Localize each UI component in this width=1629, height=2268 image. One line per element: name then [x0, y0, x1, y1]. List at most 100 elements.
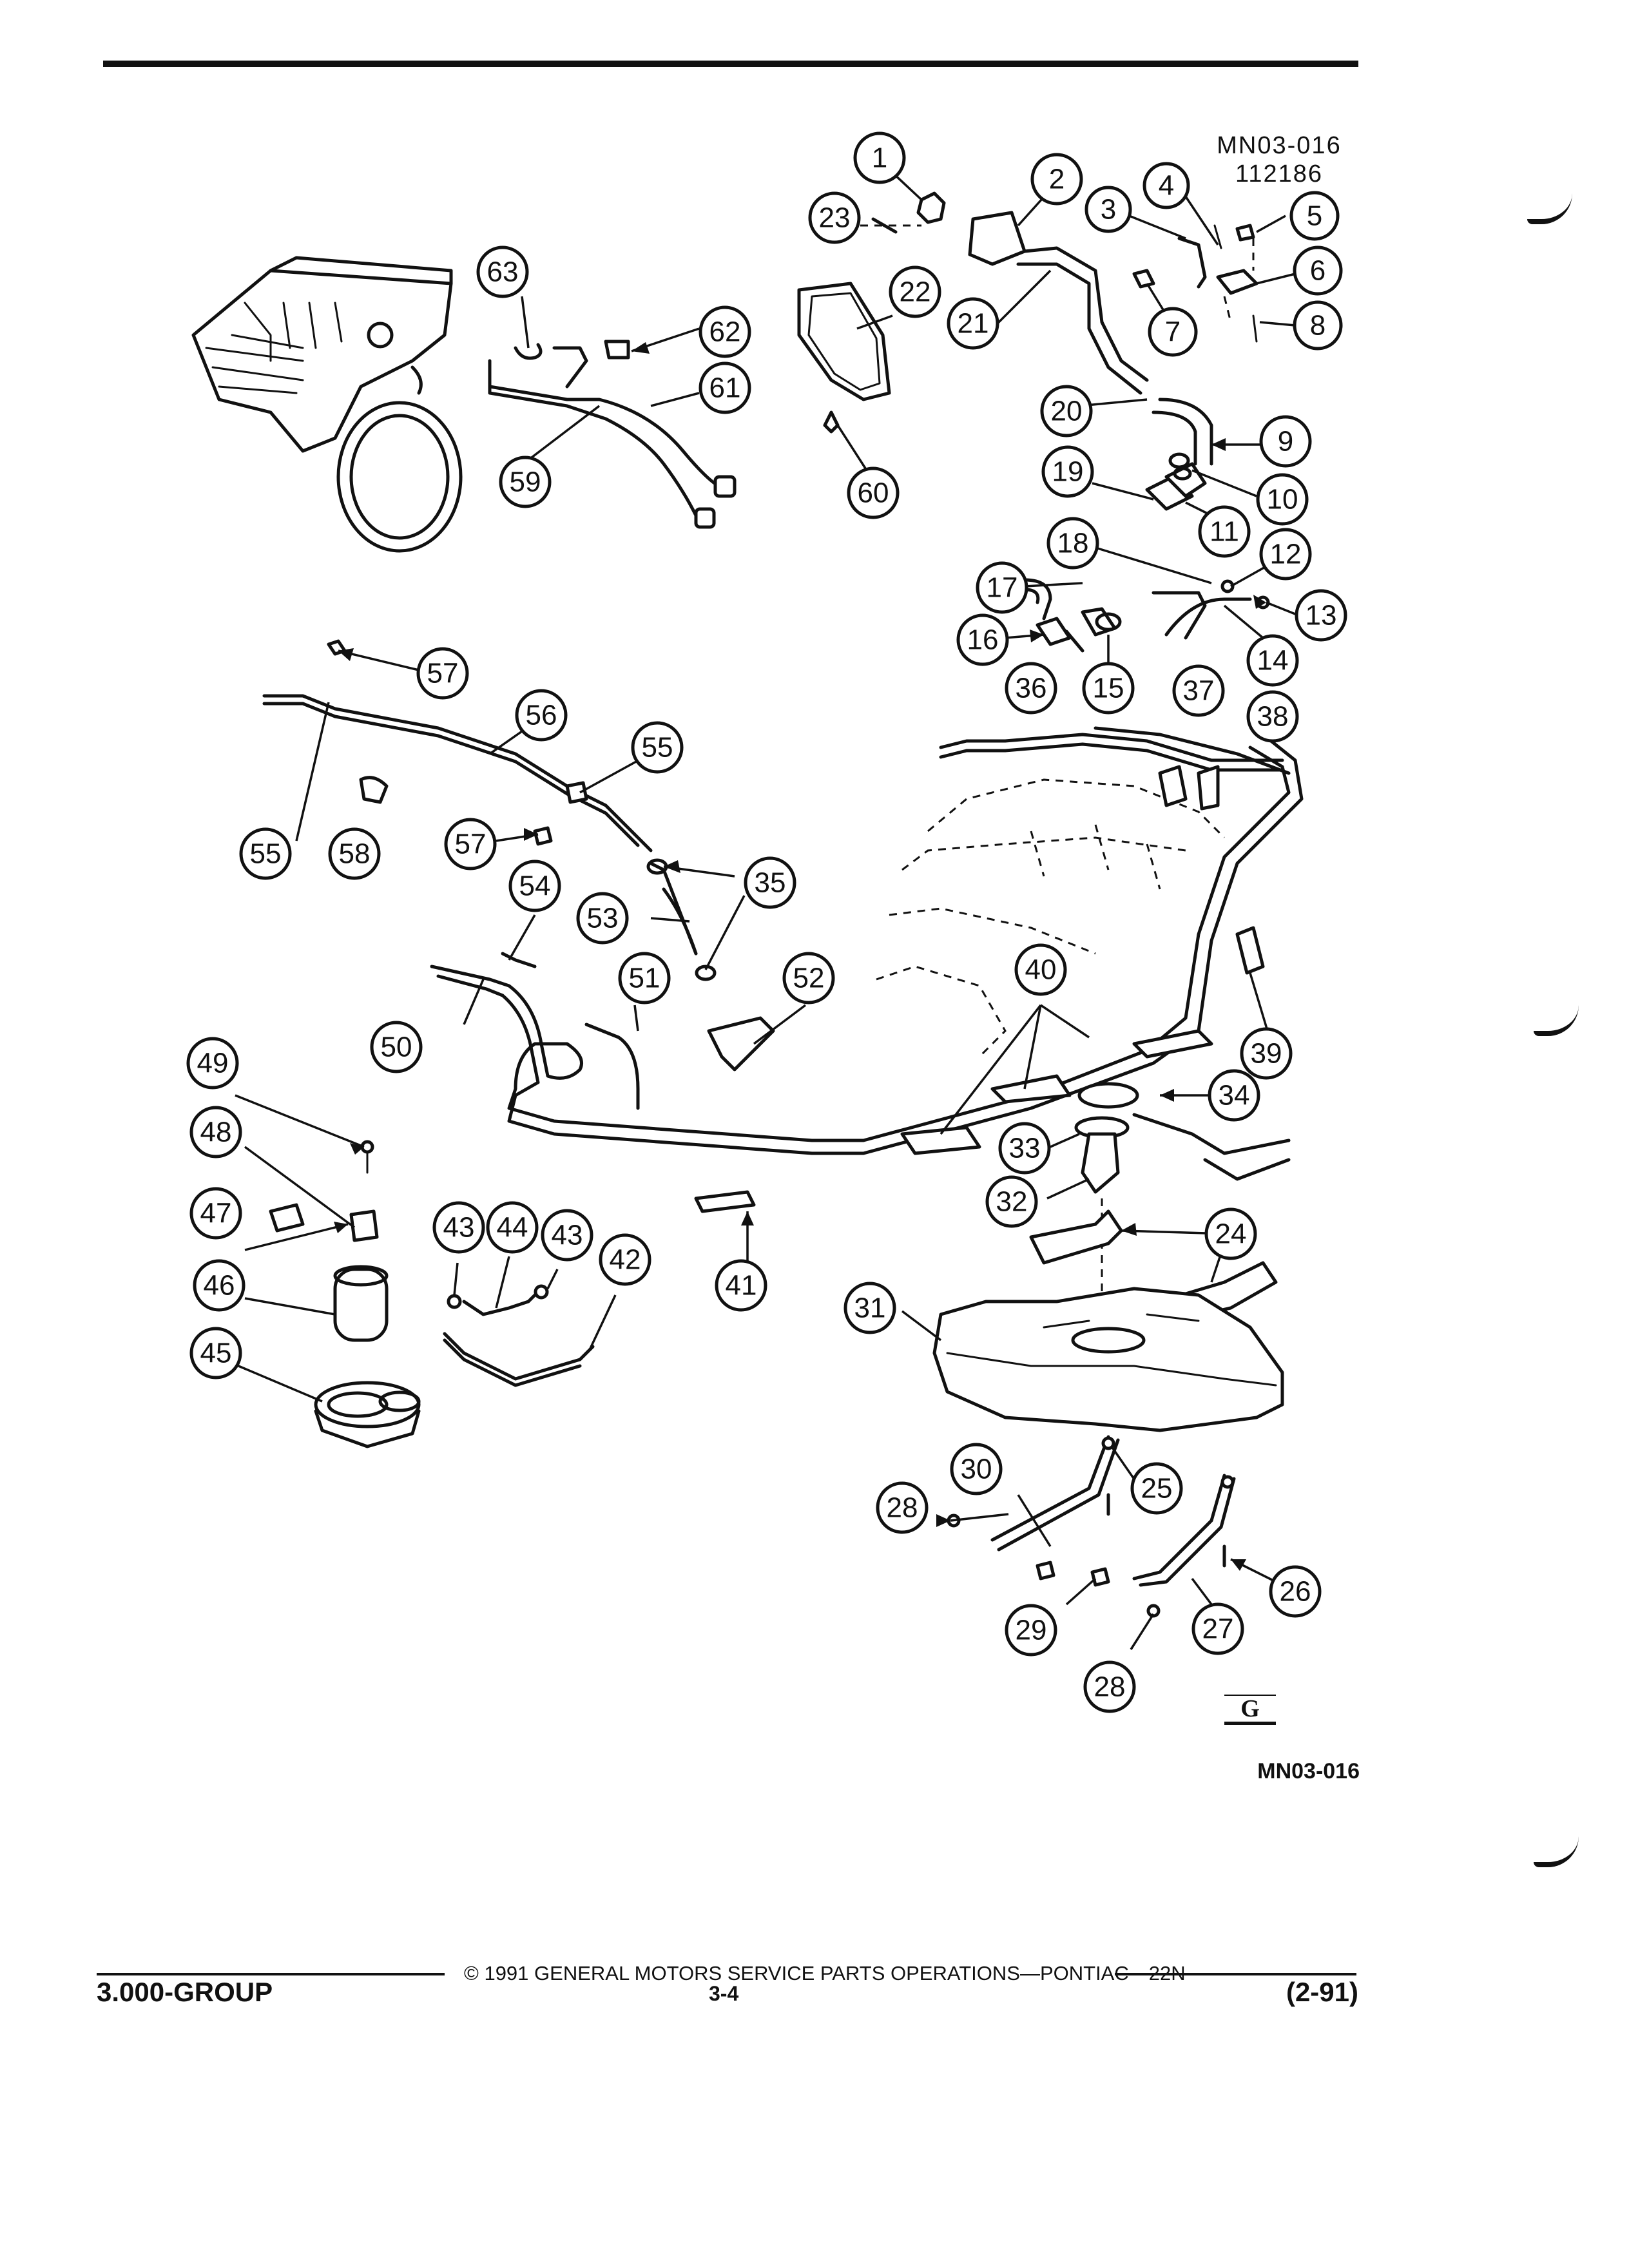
callout-1: 1 [853, 131, 906, 184]
callout-number: 25 [1141, 1473, 1173, 1504]
callout-4: 4 [1142, 162, 1190, 209]
callout-number: 41 [726, 1270, 757, 1302]
callout-63: 63 [476, 245, 529, 298]
main-fuel-tubes [430, 726, 1304, 1155]
callout-number: 11 [1210, 516, 1239, 548]
filter-and-canister-parts [269, 1140, 595, 1448]
callout-44: 44 [486, 1201, 539, 1254]
footer-copyright: © 1991 GENERAL MOTORS SERVICE PARTS OPER… [464, 1962, 1186, 1984]
callout-number: 51 [629, 963, 660, 994]
binding-mark [1527, 193, 1572, 224]
callout-number: 32 [996, 1186, 1028, 1218]
callout-7: 7 [1148, 307, 1198, 357]
footer-rule-left [97, 1973, 445, 1975]
callout-number: 55 [250, 838, 282, 870]
callout-number: 60 [858, 477, 889, 509]
callout-number: 58 [339, 838, 371, 870]
callout-25: 25 [1130, 1462, 1183, 1515]
fuel-tank [932, 1287, 1284, 1432]
callout-number: 57 [427, 658, 459, 689]
callout-number: 16 [967, 624, 999, 656]
callout-3: 3 [1084, 186, 1132, 233]
callout-34: 34 [1208, 1069, 1260, 1122]
callout-number: 39 [1251, 1038, 1282, 1070]
callout-number: 35 [755, 867, 786, 899]
callout-number: 40 [1025, 954, 1057, 986]
callout-number: 47 [200, 1198, 232, 1229]
callout-41: 41 [715, 1259, 767, 1312]
fuel-sender-assembly [1074, 1082, 1291, 1314]
callout-number: 15 [1093, 673, 1124, 704]
callout-31: 31 [843, 1282, 896, 1334]
callout-number: 28 [1094, 1671, 1126, 1703]
callout-57-lower: 57 [444, 818, 497, 870]
callout-number: 46 [204, 1270, 235, 1302]
callout-15: 15 [1082, 662, 1135, 715]
heat-shield [797, 282, 891, 434]
callout-32: 32 [985, 1175, 1038, 1228]
callout-27: 27 [1191, 1602, 1244, 1655]
callout-number: 19 [1052, 456, 1084, 488]
callout-number: 33 [1009, 1133, 1041, 1164]
footer-rule-right [1115, 1973, 1356, 1975]
callout-5: 5 [1289, 191, 1340, 241]
callout-50: 50 [370, 1021, 423, 1073]
callout-62: 62 [699, 305, 751, 358]
callout-number: 42 [610, 1244, 641, 1276]
fuel-pump-hoses [984, 578, 1270, 653]
callout-43-right: 43 [541, 1209, 593, 1262]
callout-45: 45 [189, 1327, 242, 1379]
callout-number: 43 [552, 1220, 583, 1251]
callout-number: 37 [1183, 675, 1215, 707]
callout-8: 8 [1293, 300, 1343, 351]
top-rule [103, 61, 1358, 67]
callout-18: 18 [1046, 517, 1099, 570]
callout-51: 51 [618, 952, 671, 1004]
footer-date: (2-91) [1286, 1977, 1358, 2007]
callout-number: 3 [1101, 194, 1116, 226]
callout-12: 12 [1259, 528, 1312, 581]
callout-52: 52 [782, 952, 835, 1004]
strap-hardware [947, 1435, 1236, 1618]
callout-number: 10 [1267, 484, 1298, 515]
callout-number: 6 [1310, 255, 1325, 287]
callout-number: 24 [1215, 1218, 1247, 1250]
callout-number: 62 [709, 316, 741, 348]
drawing-reference: MN03-016 112186 [1179, 131, 1379, 188]
callout-number: 8 [1310, 310, 1325, 341]
callout-number: 53 [587, 903, 619, 934]
engine-illustration [191, 256, 463, 553]
callout-number: 4 [1159, 170, 1174, 202]
drawing-code: MN03-016 [1217, 132, 1342, 159]
callout-57-upper: 57 [416, 647, 469, 700]
callout-number: 38 [1257, 701, 1289, 733]
callout-2: 2 [1030, 153, 1083, 206]
callout-number: 31 [854, 1293, 886, 1324]
callout-number: 9 [1278, 426, 1293, 457]
callout-38: 38 [1246, 690, 1299, 743]
callout-21: 21 [947, 297, 999, 350]
callout-number: 48 [200, 1117, 232, 1148]
callout-47: 47 [189, 1187, 242, 1240]
callout-number: 23 [819, 202, 851, 234]
callout-number: 30 [961, 1454, 992, 1485]
vapor-lines [262, 639, 717, 981]
callout-26: 26 [1269, 1565, 1322, 1618]
callout-number: 18 [1057, 528, 1089, 559]
callout-number: 5 [1307, 200, 1322, 232]
callout-61: 61 [699, 361, 751, 414]
fuel-hoses-upper [1145, 398, 1213, 511]
callout-number: 26 [1280, 1576, 1311, 1608]
callout-number: 52 [793, 963, 825, 994]
callout-number: 57 [455, 829, 487, 860]
callout-number: 20 [1051, 396, 1083, 427]
callout-58: 58 [328, 827, 381, 880]
callout-20: 20 [1040, 385, 1093, 437]
callout-number: 44 [497, 1212, 528, 1244]
tube-clips [694, 765, 1265, 1213]
callout-number: 17 [987, 572, 1018, 604]
callout-53: 53 [576, 892, 629, 945]
callout-number: 14 [1257, 645, 1289, 677]
callout-number: 56 [526, 700, 557, 731]
